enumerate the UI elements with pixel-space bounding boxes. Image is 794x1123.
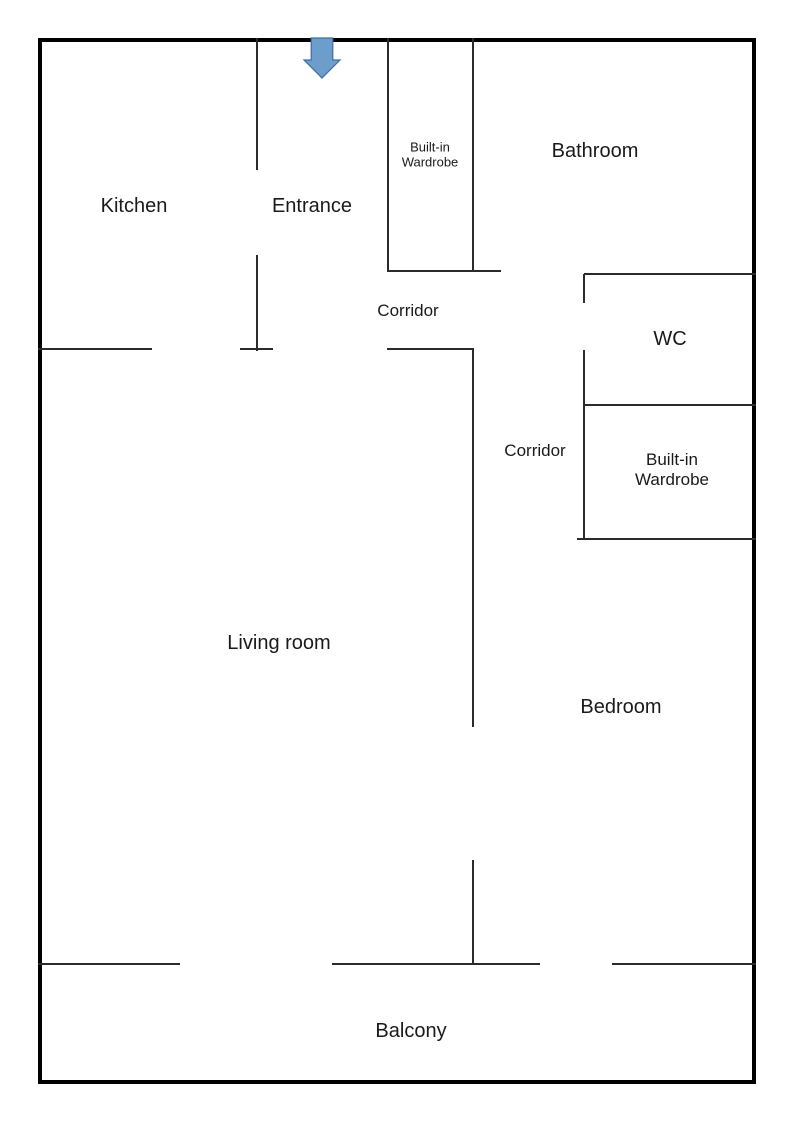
entrance-arrow-icon [302, 37, 342, 79]
interior-walls [38, 38, 756, 965]
entrance-arrow [302, 37, 342, 79]
building-outline [38, 38, 756, 1084]
